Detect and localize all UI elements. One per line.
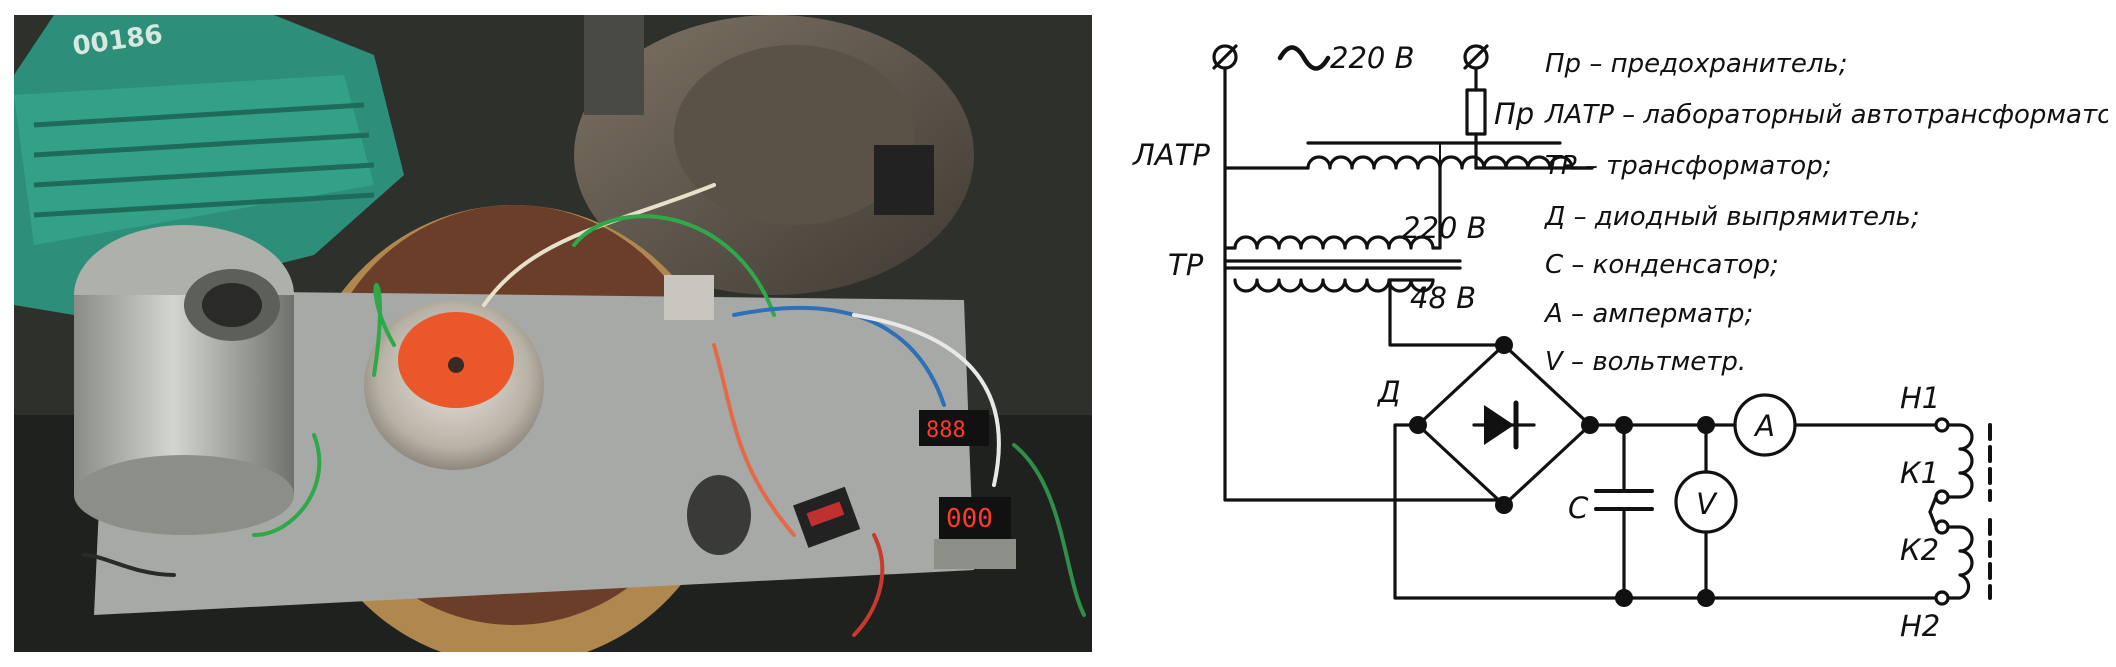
grey-motor-face [674,45,914,225]
diode-symbol [1472,400,1536,450]
bridge-node-bottom [1495,496,1513,514]
legend-item-ammeter: А – амперматр; [1543,299,1753,329]
rectifier-block [664,275,714,320]
photo-illustration: 00186 888 000 [14,15,1092,652]
negative-rail [1393,423,1944,600]
tr-primary-winding [1233,235,1435,250]
terminal-h2 [1934,590,1950,606]
latr-label: ЛАТР [1132,138,1210,172]
capacitor-node-top [1615,416,1633,434]
legend-item-capacitor: С – конденсатор; [1545,250,1779,280]
terminal-k1 [1934,489,1950,505]
legend-item-fuse: Пр – предохранитель; [1545,49,1848,79]
terminal-h2-label: Н2 [1900,609,1940,643]
latr-bottom [74,455,294,535]
green-motor-fins [14,75,374,245]
ac-symbol [1277,45,1331,71]
terminal-h1-label: Н1 [1900,381,1940,415]
legend-item-rectifier: Д – диодный выпрямитель; [1544,202,1920,232]
terminal-k2 [1934,519,1950,535]
tr-secondary-winding [1233,278,1435,293]
legend: Пр – предохранитель; ЛАТР – лабораторный… [1543,49,2108,377]
voltmeter-reading: 000 [946,504,993,534]
capacitor-body [687,475,751,555]
voltmeter-node-top [1697,416,1715,434]
ammeter-letter: A [1753,409,1775,443]
motor-shaft [584,15,644,115]
rectifier-label: Д [1376,375,1401,409]
legend-item-latr: ЛАТР – лабораторный автотрансформатор; [1544,100,2108,130]
left-supply-wire [1223,66,1506,502]
coil-winding-2 [1946,525,1974,600]
tr-primary-right-lead [1431,166,1442,250]
supply-terminal-left [1212,44,1238,70]
coil-winding-1 [1943,423,1974,499]
ammeter-reading: 888 [926,418,966,443]
voltmeter-base [934,539,1016,569]
k1-k2-jumper [1928,495,1938,514]
circuit-schematic: 220 В Пр ЛАТР ТР 220 В 48 В Д С V [1132,41,2108,643]
primary-voltage-label: 220 В [1402,211,1486,245]
capacitor-label: С [1568,491,1589,525]
wiring [82,183,1086,637]
mounting-board [94,290,974,615]
motor-terminal-block [874,145,934,215]
supply-voltage-label: 220 В [1330,41,1414,75]
latr-knob-center [202,283,262,327]
toroid-bolt [448,357,464,373]
legend-item-transformer: ТР – трансформатор; [1545,151,1831,181]
fuse-label: Пр [1494,97,1534,131]
voltmeter-panel [939,497,1011,539]
green-motor-ribs [33,102,375,218]
fuse-symbol [1465,88,1487,136]
voltmeter-node-bottom [1697,589,1715,607]
legend-item-voltmeter: V – вольтметр. [1545,347,1746,377]
secondary-voltage-label: 48 В [1410,281,1476,315]
terminal-h1 [1934,417,1950,433]
bridge-node-top [1495,336,1513,354]
voltmeter-letter: V [1696,487,1718,521]
terminal-k2-label: К2 [1900,533,1939,567]
setup-photo: 00186 888 000 [14,15,1092,652]
tr-label: ТР [1168,248,1204,282]
capacitor-node-bottom [1615,589,1633,607]
terminal-k1-label: К1 [1900,456,1939,490]
battery-label [806,501,845,527]
tr-secondary-output [1388,278,1506,347]
supply-terminal-right [1463,44,1489,70]
ammeter-panel [919,410,989,446]
